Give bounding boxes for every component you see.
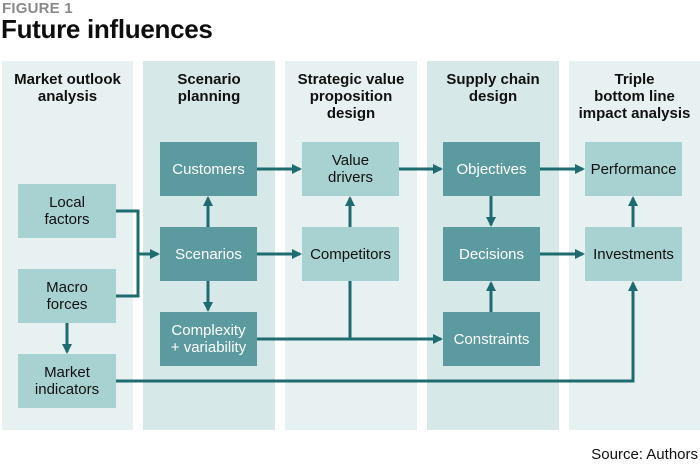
node-macro-forces: Macro forces xyxy=(18,269,116,323)
source-note: Source: Authors xyxy=(591,446,698,463)
column-heading: Strategic value proposition design xyxy=(297,71,405,122)
node-investments: Investments xyxy=(585,227,682,281)
node-market-indicators: Market indicators xyxy=(18,354,116,408)
node-decisions: Decisions xyxy=(443,227,540,281)
node-value-drivers: Value drivers xyxy=(302,142,399,196)
figure-title: Future influences xyxy=(1,14,213,44)
node-complexity-variability: Complexity + variability xyxy=(160,312,257,366)
node-performance: Performance xyxy=(585,142,682,196)
node-objectives: Objectives xyxy=(443,142,540,196)
node-constraints: Constraints xyxy=(443,312,540,366)
node-scenarios: Scenarios xyxy=(160,227,257,281)
column-heading: Triple bottom line impact analysis xyxy=(578,71,691,122)
column-heading: Supply chain design xyxy=(446,71,540,105)
column-heading: Market outlook analysis xyxy=(14,71,121,105)
node-competitors: Competitors xyxy=(302,227,399,281)
column-heading: Scenario planning xyxy=(177,71,241,105)
node-customers: Customers xyxy=(160,142,257,196)
figure-label: FIGURE 1 xyxy=(2,0,73,17)
node-local-factors: Local factors xyxy=(18,184,116,238)
